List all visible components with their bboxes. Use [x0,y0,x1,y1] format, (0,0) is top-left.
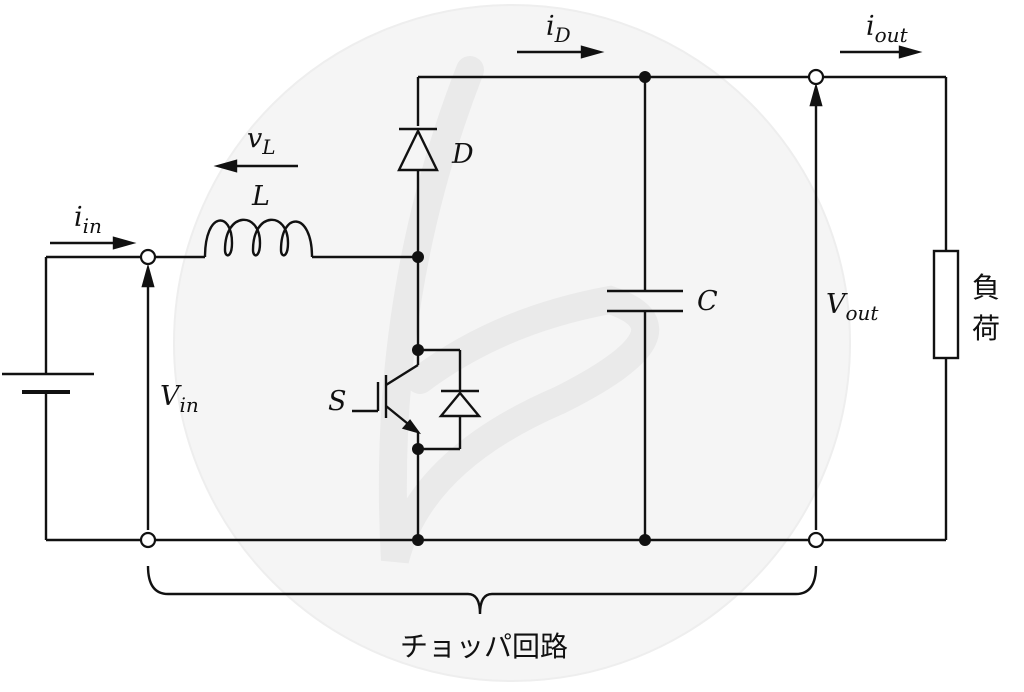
label-s: S [328,386,347,417]
junction-node [412,344,424,356]
load-resistor [932,249,960,360]
dc-source [2,372,94,394]
label-v-out: Vout [826,289,879,325]
capacitor [607,289,683,313]
junction-node [639,534,651,546]
input-terminal [139,248,157,266]
diode [397,127,439,172]
vl-arrow [213,159,298,173]
label-c: C [697,286,718,317]
label-i-d: iD [546,11,571,47]
output-terminal [807,68,825,86]
id-arrow [517,45,605,59]
label-load-1: 負 [972,271,1000,304]
label-d: D [451,139,474,170]
label-load-2: 荷 [972,312,1000,345]
label-i-in: iin [74,202,102,238]
junction-node [412,251,424,263]
junction-node [412,443,424,455]
junction-node [412,534,424,546]
freewheel-diode [418,348,482,451]
inductor [203,218,314,258]
igbt-switch [352,350,422,449]
label-i-out: iout [866,11,909,47]
iin-arrow [50,236,137,250]
label-l: L [251,181,270,212]
wires [44,75,948,542]
label-chopper: チョッパ回路 [400,630,568,663]
label-v-in: Vin [160,381,199,417]
input-terminal [139,531,157,549]
vin-arrow [141,263,155,530]
iout-arrow [840,45,923,59]
chopper-brace [146,565,818,615]
junction-node [639,71,651,83]
label-v-l: vL [247,123,276,159]
terminals [139,68,825,549]
watermark [173,4,851,682]
output-terminal [807,531,825,549]
vout-arrow [809,82,823,530]
junction-nodes [412,71,651,546]
